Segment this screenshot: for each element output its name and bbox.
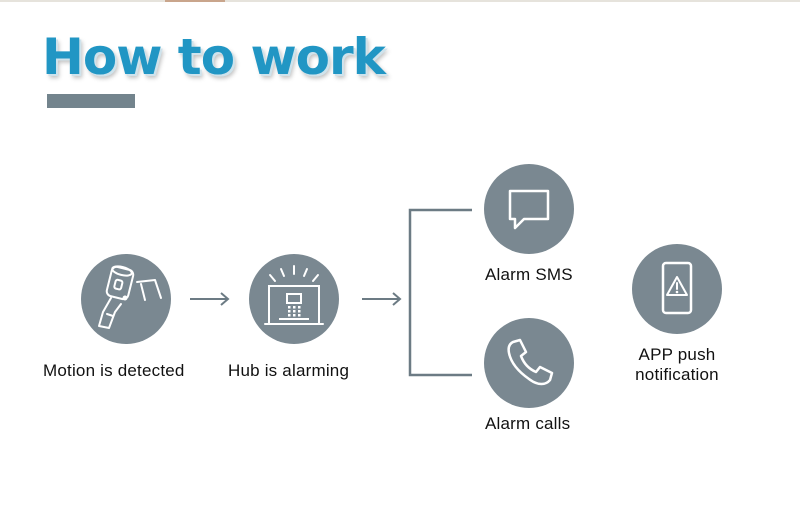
app-step-label-line1: APP push xyxy=(638,345,716,364)
hub-step-label: Hub is alarming xyxy=(228,361,350,380)
top-border xyxy=(0,0,800,2)
chat-bubble-icon xyxy=(508,189,550,230)
phone-alert-icon xyxy=(661,261,693,315)
top-border-accent xyxy=(165,0,225,2)
app-step-label: APP push notification xyxy=(617,345,737,385)
hub-step-circle xyxy=(249,254,339,344)
calls-step-circle xyxy=(484,318,574,408)
calls-step-label: Alarm calls xyxy=(485,414,571,433)
motion-step-circle xyxy=(81,254,171,344)
motion-sensor-icon xyxy=(98,265,162,329)
arrow-hub-to-alerts xyxy=(362,292,402,306)
motion-step-label: Motion is detected xyxy=(43,361,185,380)
page-title: How to work xyxy=(42,28,386,86)
sms-step-circle xyxy=(484,164,574,254)
title-underline-bar xyxy=(47,94,135,108)
alarm-hub-icon xyxy=(264,265,324,325)
app-step-circle xyxy=(632,244,722,334)
branch-connector xyxy=(408,208,472,377)
sms-step-label: Alarm SMS xyxy=(485,265,573,284)
arrow-motion-to-hub xyxy=(190,292,230,306)
phone-icon xyxy=(507,338,554,386)
app-step-label-line2: notification xyxy=(635,365,719,384)
